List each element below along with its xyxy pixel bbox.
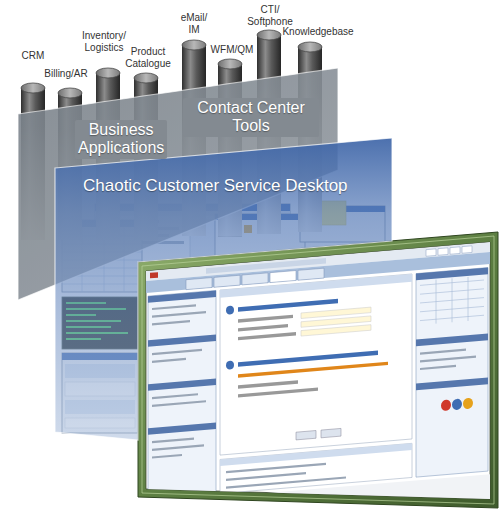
unified-desktop-screen-part-part-part — [238, 387, 318, 397]
unified-desktop-screen-part-part-part — [238, 324, 288, 332]
cylinder-label: Product Catalogue — [125, 46, 171, 69]
unified-desktop-screen-part-part-part — [238, 299, 338, 312]
cylinder-label: CTI/ Softphone — [247, 4, 293, 27]
unified-desktop-screen-part-part-part — [416, 268, 488, 478]
unified-desktop-screen-part-part-part — [426, 249, 436, 256]
unified-desktop-screen-part-part-part — [321, 428, 341, 437]
unified-desktop-screen-part-part-part — [463, 398, 473, 410]
unified-desktop-screen-part-part — [146, 242, 490, 510]
cylinder-label: eMail/ IM — [181, 12, 208, 35]
unified-desktop-screen-part-part-part — [148, 334, 216, 346]
cylinder-top — [182, 40, 206, 50]
unified-desktop-screen-part-part-part — [238, 362, 388, 378]
unified-desktop-screen-part-part-part — [416, 378, 488, 391]
unified-desktop-screen-part-part-part — [220, 443, 412, 466]
unified-desktop-screen-part-part-part — [238, 315, 293, 323]
unified-desktop-screen-part-part-part — [238, 380, 298, 388]
unified-desktop-screen-part-part-part — [462, 246, 472, 253]
unified-desktop-screen-part-part-part — [270, 271, 296, 283]
cylinder-label: WFM/QM — [211, 44, 254, 56]
unified-desktop-screen-part-part-part — [441, 399, 451, 411]
layer-label: Contact Center Tools — [183, 98, 319, 137]
unified-desktop-screen-part-part-part — [214, 275, 240, 287]
unified-desktop-screen-part-part-part — [416, 334, 488, 347]
unified-desktop-screen-part-part-part — [148, 378, 216, 390]
unified-desktop-screen-part-part-part — [238, 332, 296, 340]
unified-desktop-screen-part — [138, 232, 498, 508]
unified-desktop-screen-part-part-part — [150, 272, 158, 278]
unified-desktop-screen-part-part-part — [298, 268, 324, 280]
unified-desktop-screen-part-part-part — [148, 422, 216, 434]
cylinder-top — [96, 68, 120, 78]
cylinder-label: Inventory/ Logistics — [82, 30, 126, 53]
unified-desktop-screen-part-part-part — [148, 290, 216, 499]
cylinder-label: Billing/AR — [44, 68, 87, 80]
unified-desktop-screen-part-part-part — [420, 349, 476, 369]
unified-desktop-screen-part-part-part — [420, 276, 484, 325]
panel-outline — [55, 138, 392, 440]
cylinder-top — [21, 83, 45, 93]
unified-desktop-screen-part-part-part — [301, 325, 371, 336]
cylinder-top — [58, 88, 82, 98]
unified-desktop-screen-part-part-part — [296, 431, 316, 440]
cylinder-label: Knowledgebase — [282, 26, 353, 38]
cylinder-top — [218, 59, 242, 69]
unified-desktop-screen-part-part-part — [226, 360, 234, 369]
unified-desktop-screen-part-part-part — [152, 304, 206, 457]
unified-desktop-screen-part-part-part — [438, 248, 448, 255]
cylinder-top — [298, 42, 322, 52]
unified-desktop-screen-part-part-part — [242, 273, 268, 285]
panel-title: Chaotic Customer Service Desktop — [83, 176, 348, 196]
cylinder-top — [257, 30, 281, 40]
unified-desktop-screen-part-part-part — [238, 351, 378, 367]
layer-label: Business Applications — [75, 120, 167, 159]
unified-desktop-screen-part-part-part — [186, 278, 212, 290]
cylinder-top — [134, 73, 158, 83]
unified-desktop-screen-part-part-part — [450, 247, 460, 254]
cylinder-label: CRM — [22, 50, 45, 62]
unified-desktop-screen-part — [146, 242, 490, 510]
unified-desktop-screen-part-part-part — [220, 274, 412, 298]
unified-desktop-screen-part-part-part — [226, 462, 346, 487]
unified-desktop-screen-part-part-part — [226, 305, 234, 314]
unified-desktop-screen-part-part-part — [220, 274, 412, 455]
desktop-panel: Chaotic Customer Service Desktop — [55, 138, 392, 442]
unified-desktop-screen-part-part-part — [452, 398, 462, 410]
unified-desktop-screen-part — [146, 242, 490, 499]
unified-desktop-screen-part-part-part — [146, 474, 490, 510]
unified-desktop-screen-part-part-part — [148, 290, 216, 302]
unified-desktop-screen-part — [142, 236, 494, 504]
unified-desktop-screen — [138, 232, 498, 510]
